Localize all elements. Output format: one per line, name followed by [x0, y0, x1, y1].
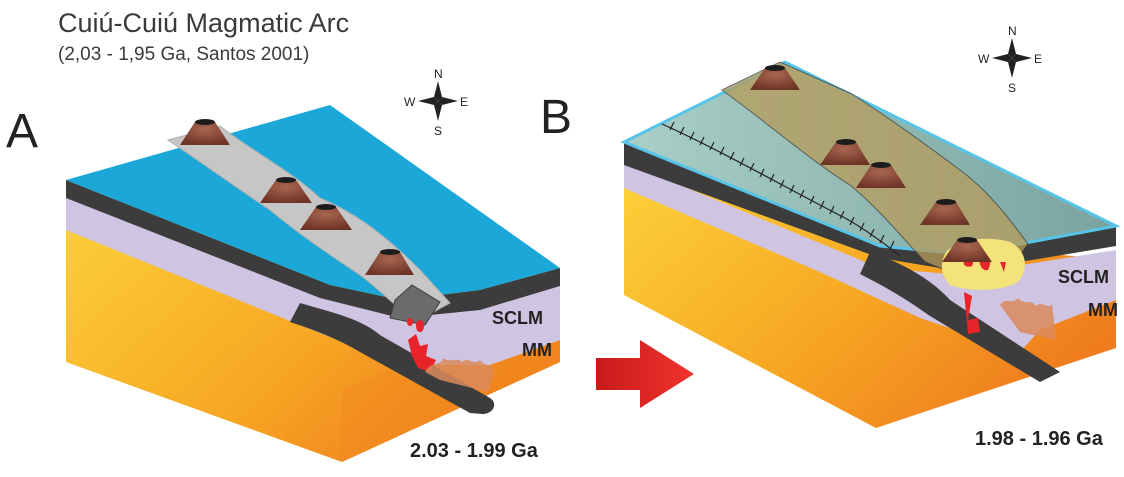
compass-b-n: N	[1008, 24, 1017, 38]
slab-a	[290, 303, 495, 414]
transition-arrow	[596, 340, 694, 408]
slab-b	[860, 252, 1060, 382]
mm-label-a: MM	[522, 340, 552, 360]
block-diagram-b: SCLM MM N S E W	[620, 24, 1121, 428]
page-subtitle: (2,03 - 1,95 Ga, Santos 2001)	[58, 44, 310, 65]
sclm-b	[624, 162, 1116, 352]
mantle-wedge-a	[425, 358, 494, 392]
crust-a	[66, 180, 560, 318]
fault-line-b	[661, 121, 901, 257]
compass-b-w: W	[978, 52, 990, 66]
trench-block-a	[389, 284, 441, 326]
compass-b: N S E W	[978, 24, 1042, 95]
compass-b-e: E	[1034, 52, 1042, 66]
panel-b-letter: B	[540, 91, 573, 144]
volcano-a2	[260, 177, 312, 203]
compass-a: N S E W	[404, 67, 468, 138]
compass-b-s: S	[1008, 81, 1016, 95]
volcano-a1	[180, 119, 230, 145]
magma-a	[407, 318, 436, 372]
volcano-a4	[365, 249, 414, 275]
volcano-b3	[856, 162, 906, 188]
compass-a-n: N	[434, 67, 443, 81]
mantle-wedge-b	[1000, 298, 1056, 340]
compass-a-e: E	[460, 95, 468, 109]
block-diagram-a: SCLM MM N S E W	[66, 67, 560, 462]
volcano-a3	[300, 204, 352, 230]
age-label-a: 2.03 - 1.99 Ga	[410, 440, 538, 462]
sclm-a	[66, 190, 560, 365]
sclm-label-a: SCLM	[492, 308, 543, 328]
page-title: Cuiú-Cuiú Magmatic Arc	[58, 8, 350, 38]
age-label-b: 1.98 - 1.96 Ga	[975, 428, 1103, 450]
panel-a-letter: A	[6, 105, 39, 158]
compass-a-s: S	[434, 124, 442, 138]
mm-label-b: MM	[1088, 300, 1118, 320]
volcano-b5	[942, 237, 992, 262]
sclm-label-b: SCLM	[1058, 267, 1109, 287]
compass-a-w: W	[404, 95, 416, 109]
volcano-b1	[750, 65, 800, 90]
volcano-b2	[820, 139, 870, 165]
volcano-b4	[920, 199, 970, 225]
